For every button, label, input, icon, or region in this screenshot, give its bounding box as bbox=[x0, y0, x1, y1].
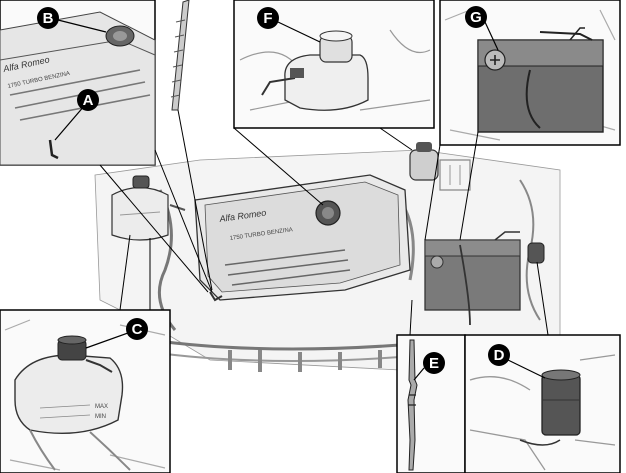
callout-d: D bbox=[488, 344, 510, 366]
main-engine-bay: Alfa Romeo 1750 TURBO BENZINA bbox=[94, 142, 561, 372]
washer-cap-main bbox=[527, 242, 545, 264]
callout-f: F bbox=[257, 7, 279, 29]
dipstick-illustration bbox=[170, 0, 190, 111]
dipstick-location bbox=[209, 291, 223, 302]
svg-text:E: E bbox=[429, 355, 439, 372]
svg-text:B: B bbox=[43, 10, 54, 27]
coolant-max-mark: MAX bbox=[95, 404, 108, 410]
battery-main bbox=[424, 231, 521, 326]
engine-cover: Alfa Romeo 1750 TURBO BENZINA bbox=[194, 174, 411, 301]
callout-g: G bbox=[465, 6, 487, 28]
inset-coolant-tank: MAX MIN C bbox=[0, 309, 171, 473]
svg-text:G: G bbox=[470, 9, 482, 26]
callout-e: E bbox=[423, 352, 445, 374]
callout-a: A bbox=[77, 89, 99, 111]
inset-brake-reservoir: F bbox=[233, 0, 435, 129]
svg-text:D: D bbox=[494, 347, 505, 364]
coolant-tank-main bbox=[111, 175, 186, 241]
dipstick-handle bbox=[48, 139, 59, 160]
coolant-min-mark: MIN bbox=[95, 414, 106, 420]
svg-text:A: A bbox=[83, 92, 94, 109]
brake-reservoir-main bbox=[409, 142, 439, 181]
inset-battery: G bbox=[439, 0, 621, 146]
svg-text:C: C bbox=[132, 321, 143, 338]
callout-b: B bbox=[37, 7, 59, 29]
inset-engine-cover: Alfa Romeo 1750 TURBO BENZINA B A bbox=[0, 0, 156, 166]
inset-dipstick: E bbox=[396, 334, 466, 473]
inset-washer-reservoir: D bbox=[464, 334, 621, 473]
callout-c: C bbox=[126, 318, 148, 340]
inset-connectors bbox=[99, 109, 549, 336]
svg-text:F: F bbox=[263, 10, 272, 27]
